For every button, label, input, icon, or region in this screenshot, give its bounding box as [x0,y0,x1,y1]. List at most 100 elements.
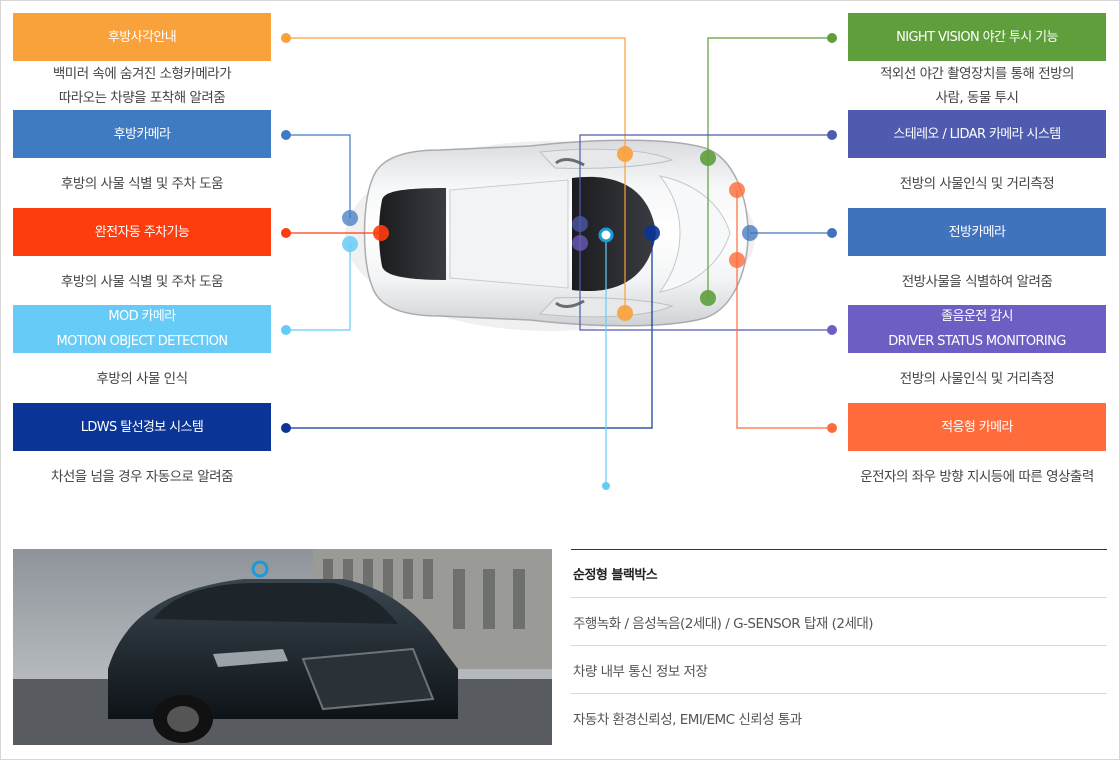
connector-lines [286,37,832,486]
desc-line: 백미러 속에 숨겨진 소형카메라가 [52,66,232,82]
dot-ldws-end [281,423,291,433]
dot-auto-parking-end [281,228,291,238]
sensor-adaptive-camera-bottom [729,252,745,268]
dot-rear-camera-end [281,130,291,140]
connector-rear-camera [286,134,351,218]
desc-line: 전방의 사물인식 및 거리측정 [899,176,1055,192]
feature-title: NIGHT VISION 야간 투시 기능 [896,29,1058,45]
feature-desc-mod-camera: 후방의 사물 인식 [13,367,271,391]
desc-line: 차선을 넘을 경우 자동으로 알려줌 [50,469,234,485]
dot-rear-blind-spot-end [281,33,291,43]
car-mirror-bottom [555,299,585,308]
sensor-rear-camera [342,210,358,226]
feature-desc-front-camera: 전방사물을 식별하여 알려줌 [848,270,1106,294]
photo-car-grille [301,647,435,711]
desc-line: 전방사물을 식별하여 알려줌 [901,274,1053,290]
feature-desc-driver-monitoring: 전방의 사물인식 및 거리측정 [848,367,1106,391]
sensor-driver-monitoring [572,235,588,251]
car-top-view [345,139,755,331]
sensor-stereo-lidar [572,216,588,232]
dot-stereo-lidar-end [827,130,837,140]
sensor-rear-blind-spot-top [617,146,633,162]
spec-item: 주행녹화 / 음성녹음(2세대) / G-SENSOR 탑재 (2세대) [571,598,1107,646]
spec-item: 자동차 환경신뢰성, EMI/EMC 신뢰성 통과 [573,711,802,728]
feature-title: 적응형 카메라 [941,419,1013,435]
feature-title: 완전자동 주차기능 [94,224,190,240]
sensor-adaptive-camera-top [729,182,745,198]
car-rear-window [379,188,446,280]
feature-subtitle: MOTION OBJECT DETECTION [56,334,228,349]
sensor-blackbox [598,227,614,243]
feature-subtitle: DRIVER STATUS MONITORING [888,334,1066,349]
photo-car-wheel-rim [167,706,199,732]
feature-desc-adaptive-camera: 운전자의 좌우 방향 지시등에 따른 영상출력 [848,465,1106,489]
car-windshield [572,176,656,292]
photo-car-headlight [213,649,288,667]
sensor-rear-blind-spot-bottom [617,305,633,321]
spec-item: 차량 내부 통신 정보 저장 [571,646,1107,694]
feature-title: 후방카메라 [113,126,171,142]
feature-desc-rear-camera: 후방의 사물 식별 및 주차 도움 [13,172,271,196]
connector-rear-blind-spot [286,37,626,313]
sensor-front-camera [742,225,758,241]
connector-stereo-lidar [579,134,832,331]
photo-car-windshield [153,583,398,624]
feature-label-driver-monitoring: 졸음운전 감시 DRIVER STATUS MONITORING [848,305,1106,353]
dot-mod-camera-end [281,325,291,335]
feature-title: 졸음운전 감시 [941,309,1013,324]
feature-title: MOD 카메라 [108,309,176,324]
photo-building-windows [323,559,525,629]
feature-title: 전방카메라 [948,224,1006,240]
car-fender-top [538,148,674,170]
spec-title: 순정형 블랙박스 [571,550,1107,598]
desc-line: 운전자의 좌우 방향 지시등에 따른 영상출력 [860,469,1094,485]
feature-desc-stereo-lidar: 전방의 사물인식 및 거리측정 [848,172,1106,196]
connector-ldws [286,233,653,429]
car-mirror-top [555,158,585,167]
connector-dots [281,33,837,490]
feature-label-front-camera: 전방카메라 [848,208,1106,256]
feature-desc-night-vision: 적외선 야간 촬영장치를 통해 전방의 사람, 동물 투시 [848,62,1106,110]
feature-label-rear-blind-spot: 후방사각안내 [13,13,271,61]
feature-label-mod-camera: MOD 카메라 MOTION OBJECT DETECTION [13,305,271,353]
feature-label-adaptive-camera: 적응형 카메라 [848,403,1106,451]
feature-label-stereo-lidar: 스테레오 / LIDAR 카메라 시스템 [848,110,1106,158]
car-roof [449,179,569,289]
desc-line: 적외선 야간 촬영장치를 통해 전방의 [880,66,1074,82]
desc-line: 후방의 사물 식별 및 주차 도움 [61,274,224,290]
desc-line: 후방의 사물 인식 [96,371,188,387]
sensor-mod-camera [342,236,358,252]
dot-front-camera-end [827,228,837,238]
feature-label-rear-camera: 후방카메라 [13,110,271,158]
blackbox-car-photo [13,549,552,745]
feature-title: 스테레오 / LIDAR 카메라 시스템 [893,126,1061,142]
feature-label-auto-parking: 완전자동 주차기능 [13,208,271,256]
sensor-night-vision-bottom [700,290,716,306]
connector-mod-camera [286,244,351,331]
dot-driver-monitoring-end [827,325,837,335]
connector-adaptive-camera [736,190,832,429]
desc-line: 따라오는 차량을 포착해 알려줌 [58,90,226,106]
sensor-auto-parking [373,225,389,241]
blackbox-location-marker [251,560,269,578]
feature-desc-rear-blind-spot: 백미러 속에 숨겨진 소형카메라가 따라오는 차량을 포착해 알려줌 [13,62,271,110]
feature-label-ldws: LDWS 탈선경보 시스템 [13,403,271,451]
desc-line: 사람, 동물 투시 [935,90,1019,106]
desc-line: 전방의 사물인식 및 거리측정 [899,371,1055,387]
sensor-ldws [644,225,660,241]
dot-night-vision-end [827,33,837,43]
feature-title: LDWS 탈선경보 시스템 [80,419,204,435]
feature-title: 후방사각안내 [107,29,177,45]
car-hood [658,175,731,293]
feature-desc-ldws: 차선을 넘을 경우 자동으로 알려줌 [13,465,271,489]
car-photo-illustration [13,549,552,745]
dot-adaptive-camera-end [827,423,837,433]
blackbox-spec-list: 순정형 블랙박스 주행녹화 / 음성녹음(2세대) / G-SENSOR 탑재 … [571,549,1107,741]
feature-desc-auto-parking: 후방의 사물 식별 및 주차 도움 [13,270,271,294]
desc-line: 후방의 사물 식별 및 주차 도움 [61,176,224,192]
connector-night-vision [707,37,832,298]
feature-label-night-vision: NIGHT VISION 야간 투시 기능 [848,13,1106,61]
dot-blackbox-end [602,482,610,490]
sensor-night-vision-top [700,150,716,166]
car-camera-diagram [281,33,837,490]
